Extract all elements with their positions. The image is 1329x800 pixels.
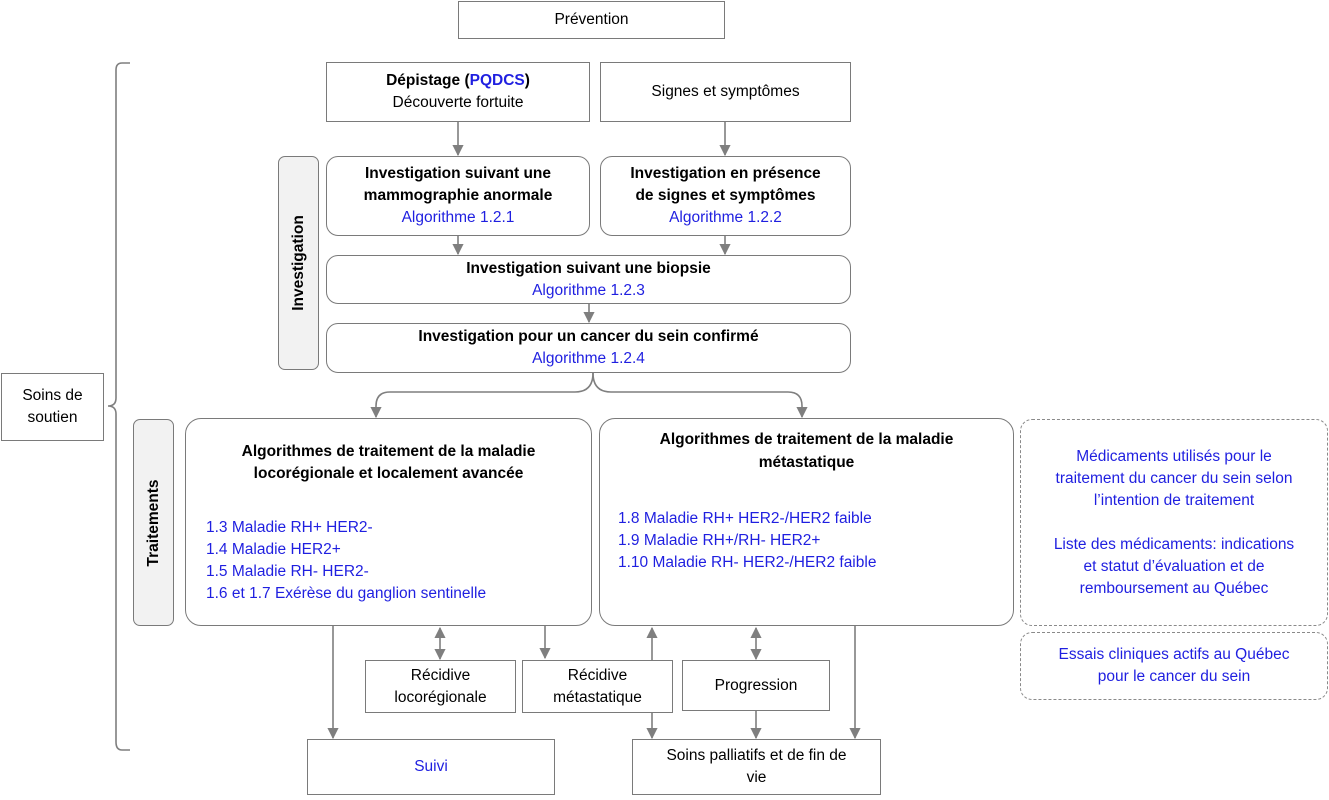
algo-1-10-link[interactable]: 1.10 Maladie RH- HER2-/HER2 faible	[618, 554, 877, 571]
traitements-side-label: Traitements	[133, 419, 174, 626]
metastatique-title-line2: métastatique	[758, 454, 855, 471]
invest-biopsie-title: Investigation suivant une biopsie	[466, 259, 711, 277]
algo-1-2-1-link[interactable]: Algorithme 1.2.1	[401, 209, 515, 226]
invest-biopsie-box: Investigation suivant une biopsie Algori…	[326, 255, 851, 304]
soins-soutien-line1: Soins de	[22, 387, 83, 404]
arrow-confirme-to-meta	[592, 372, 808, 419]
invest-confirme-box: Investigation pour un cancer du sein con…	[326, 323, 851, 373]
essais-cliniques-box: Essais cliniques actifs au Québec pour l…	[1020, 632, 1328, 700]
algo-1-2-3-link[interactable]: Algorithme 1.2.3	[532, 281, 645, 299]
locoregional-box: Algorithmes de traitement de la maladie …	[185, 418, 592, 626]
invest-signes-line2: de signes et symptômes	[635, 187, 816, 204]
locoregional-algorithm-list: 1.3 Maladie RH+ HER2- 1.4 Maladie HER2+ …	[206, 517, 486, 605]
algo-1-2-4-link[interactable]: Algorithme 1.2.4	[532, 350, 645, 367]
signes-box: Signes et symptômes	[600, 62, 851, 122]
investigation-label: Investigation	[289, 215, 307, 311]
recidive-loco-line1: Récidive	[410, 666, 471, 684]
pqdcs-link[interactable]: PQDCS	[469, 72, 525, 89]
palliatifs-line1: Soins palliatifs et de fin de	[666, 747, 847, 764]
locoregional-title-line2: locorégionale et localement avancée	[253, 465, 524, 482]
metastatique-algorithm-list: 1.8 Maladie RH+ HER2-/HER2 faible 1.9 Ma…	[618, 508, 876, 574]
soins-soutien-box: Soins de soutien	[1, 373, 104, 441]
medicaments-box: Médicaments utilisés pour le traitement …	[1020, 419, 1328, 626]
arrow-confirme-to-loco	[370, 372, 594, 419]
metastatique-title-line1: Algorithmes de traitement de la maladie	[659, 431, 954, 448]
locoregional-title-line1: Algorithmes de traitement de la maladie	[241, 443, 536, 460]
recidive-loco-line2: locorégionale	[394, 688, 487, 706]
recidive-locoregionale-box: Récidive locorégionale	[365, 660, 516, 713]
invest-mammo-line1: Investigation suivant une	[364, 165, 552, 182]
recidive-metastatique-box: Récidive métastatique	[522, 660, 673, 713]
palliatifs-line2: vie	[746, 769, 767, 786]
prevention-box: Prévention	[458, 1, 725, 39]
algo-1-8-link[interactable]: 1.8 Maladie RH+ HER2-/HER2 faible	[618, 510, 872, 527]
investigation-side-label: Investigation	[278, 156, 319, 370]
traitements-label: Traitements	[144, 478, 162, 567]
metastatique-box: Algorithmes de traitement de la maladie …	[599, 418, 1014, 626]
essais-cliniques-link[interactable]: Essais cliniques actifs au Québec pour l…	[1058, 646, 1290, 685]
algo-1-4-link[interactable]: 1.4 Maladie HER2+	[206, 541, 341, 558]
depistage-box: Dépistage (PQDCS) Découverte fortuite	[326, 62, 590, 122]
algo-1-9-link[interactable]: 1.9 Maladie RH+/RH- HER2+	[618, 532, 821, 549]
invest-signes-box: Investigation en présence de signes et s…	[600, 156, 851, 236]
progression-box: Progression	[682, 660, 830, 711]
suivi-link[interactable]: Suivi	[414, 758, 448, 775]
liste-medicaments-link[interactable]: Liste des médicaments: indications et st…	[1053, 535, 1295, 597]
recidive-meta-line2: métastatique	[553, 688, 642, 706]
soins-palliatifs-box: Soins palliatifs et de fin de vie	[632, 739, 881, 795]
algo-1-3-link[interactable]: 1.3 Maladie RH+ HER2-	[206, 519, 373, 536]
depistage-subtitle: Découverte fortuite	[392, 94, 524, 111]
prevention-label: Prévention	[554, 11, 629, 28]
suivi-box: Suivi	[307, 739, 555, 795]
medicaments-link[interactable]: Médicaments utilisés pour le traitement …	[1055, 447, 1293, 509]
algo-1-6-1-7-link[interactable]: 1.6 et 1.7 Exérèse du ganglion sentinell…	[206, 585, 487, 602]
signes-label: Signes et symptômes	[651, 83, 800, 100]
soins-soutien-line2: soutien	[27, 409, 78, 426]
depistage-title: Dépistage (PQDCS)	[386, 72, 530, 89]
invest-mammo-box: Investigation suivant une mammographie a…	[326, 156, 590, 236]
invest-signes-line1: Investigation en présence	[630, 165, 821, 182]
brace	[107, 62, 130, 751]
invest-mammo-line2: mammographie anormale	[363, 187, 553, 204]
progression-label: Progression	[714, 676, 798, 694]
invest-confirme-title: Investigation pour un cancer du sein con…	[418, 328, 759, 345]
algo-1-5-link[interactable]: 1.5 Maladie RH- HER2-	[206, 563, 369, 580]
recidive-meta-line1: Récidive	[567, 666, 628, 684]
algo-1-2-2-link[interactable]: Algorithme 1.2.2	[669, 209, 782, 226]
